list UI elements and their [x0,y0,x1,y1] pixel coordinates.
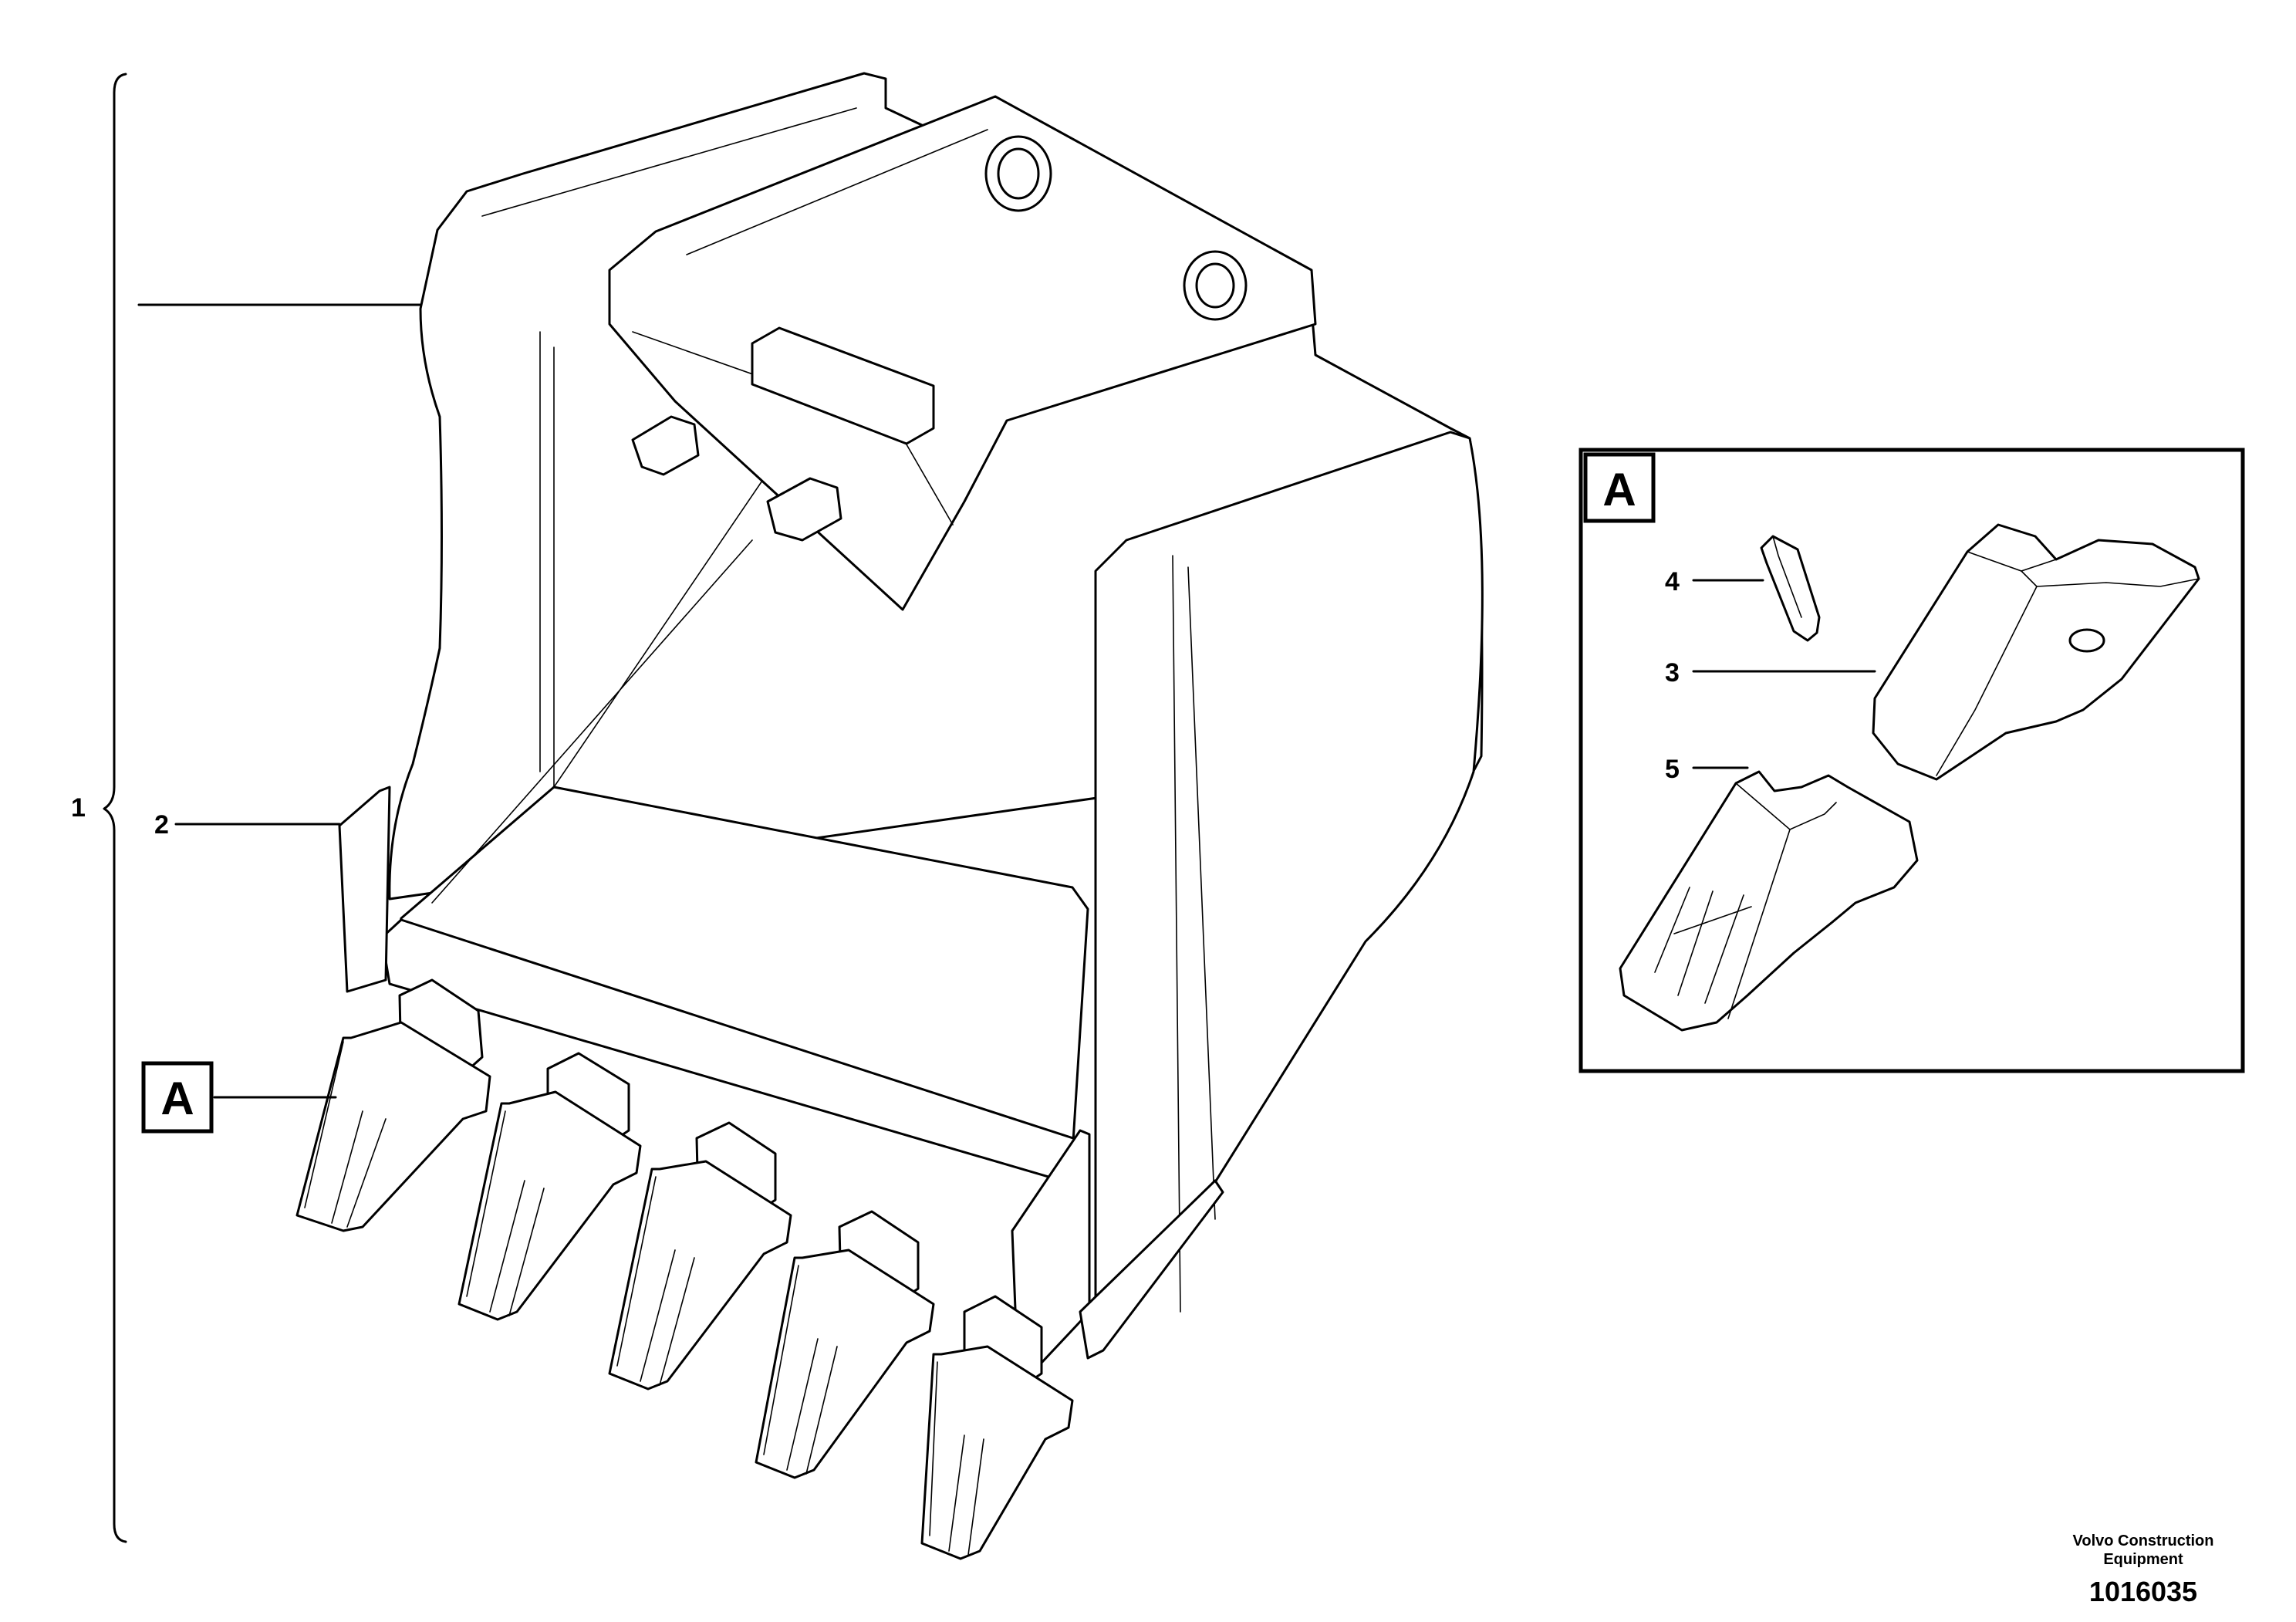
detail-view-label: A [1602,464,1636,515]
bucket-tooth-5 [920,1295,1074,1560]
leader-lines-left [137,303,422,1099]
detail-reference-label: A [160,1073,194,1124]
bucket-body [380,72,1484,1356]
drawing-footer: Volvo Construction Equipment 1016035 [2073,1532,2214,1607]
callout-3: 3 [1665,658,1680,688]
drawing-number: 1016035 [2089,1576,2197,1607]
bucket-tooth-3 [608,1121,792,1391]
detail-view-A: A 4 3 5 [1578,448,2245,1073]
bucket-tooth-4 [755,1210,935,1479]
tooth-tip-part-3 [1872,523,2200,781]
retainer-part-4 [1760,535,1821,642]
company-name-line2: Equipment [2103,1551,2183,1568]
detail-reference-box: A [141,1061,214,1134]
side-cutter-left [338,786,391,993]
adapter-part-5 [1619,770,1919,1032]
callout-1: 1 [71,793,86,823]
callout-2: 2 [154,810,169,840]
bucket-tooth-1 [295,978,491,1232]
callout-5: 5 [1665,755,1680,784]
bucket-tooth-2 [458,1052,642,1321]
assembly-bracket [103,73,127,1543]
company-name-line1: Volvo Construction [2073,1532,2214,1549]
callout-4: 4 [1665,567,1680,596]
